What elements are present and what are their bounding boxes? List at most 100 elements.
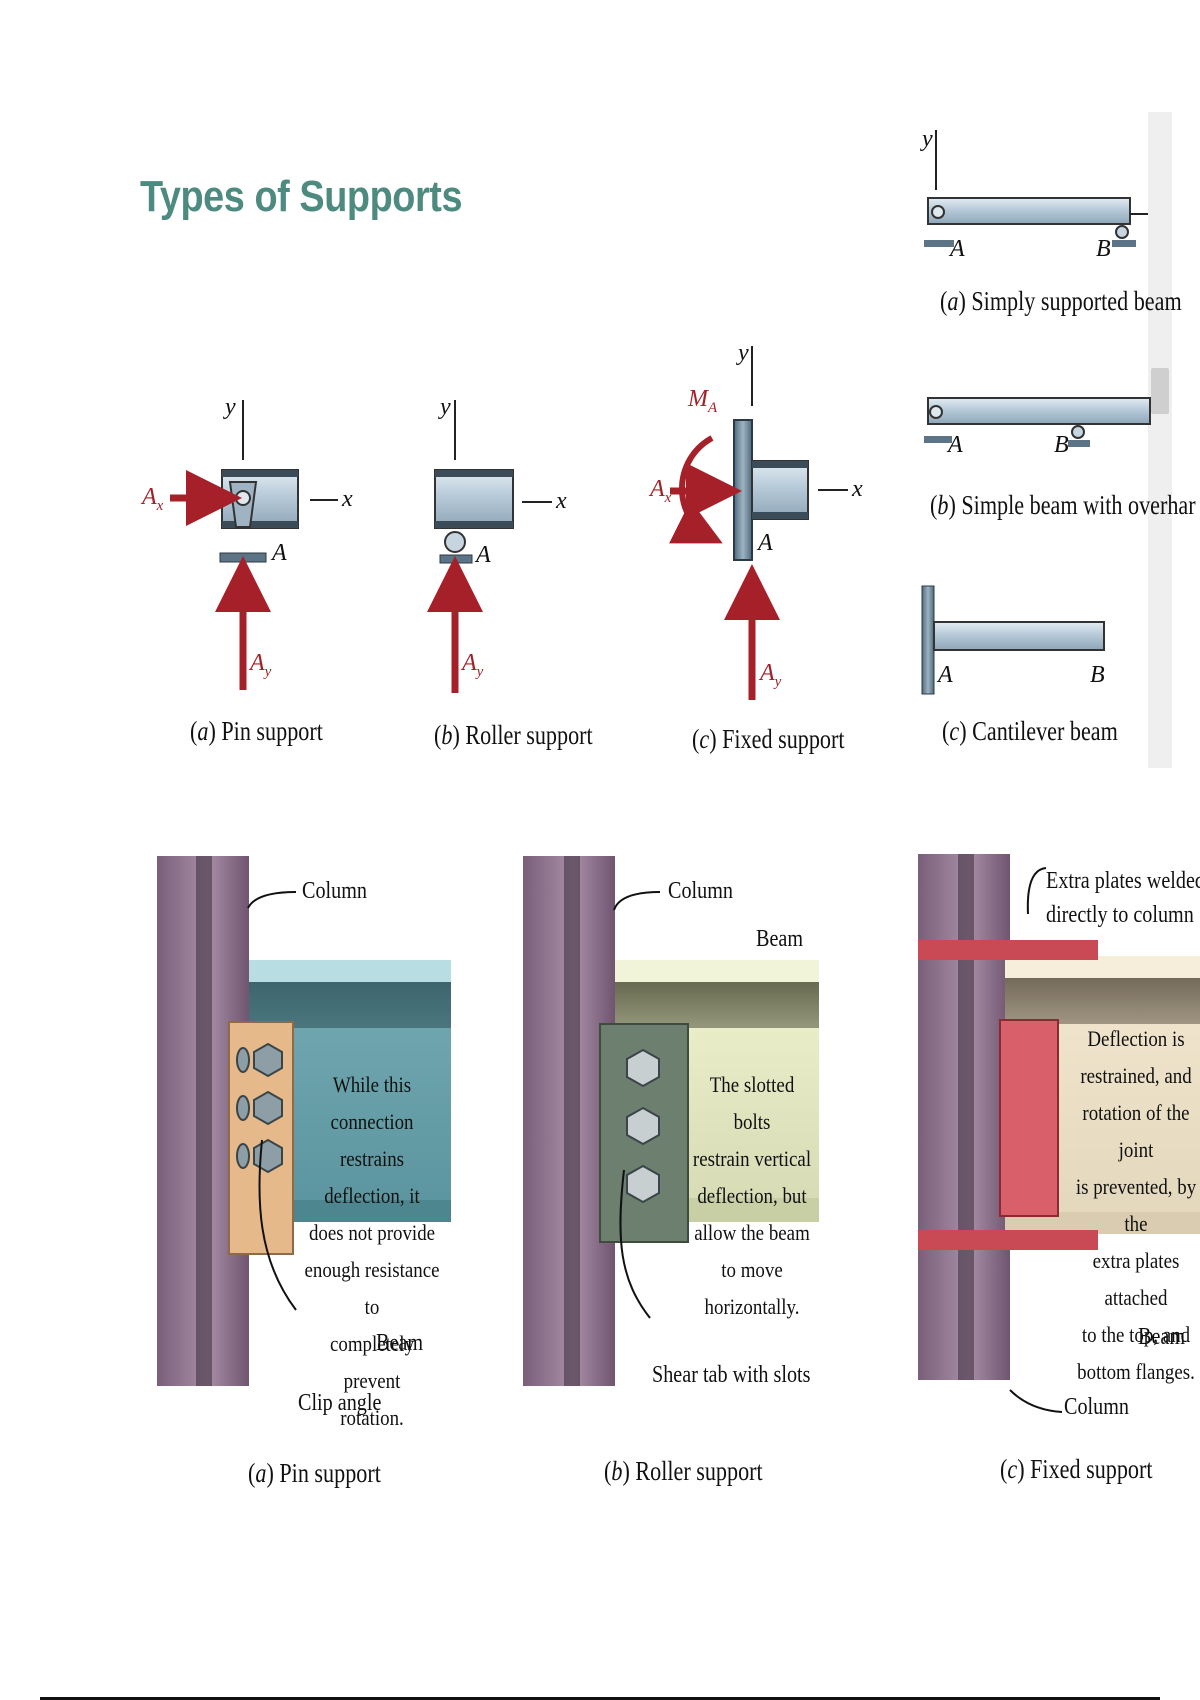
beam-c-B-label: B [1090,662,1105,688]
pin-base [924,436,952,443]
beam-shadow [249,982,451,1028]
panel-scrollbar-thumb[interactable] [1151,368,1169,414]
beam-c-caption: (c) Cantilever beam [942,716,1118,746]
column-web-shadow [958,854,974,1380]
fixed-connection-caption: (c) Fixed support [1000,1454,1153,1484]
beam-top-flange [1005,956,1200,978]
beam-b-caption: (b) Simple beam with overhar [930,490,1196,520]
beam [933,621,1105,651]
column-leader [613,891,661,911]
beam-a-caption: (a) Simply supported beam [940,286,1182,316]
support-diagrams-svg [170,130,1151,700]
column-web-shadow [196,856,212,1386]
beam-top-flange [615,960,819,982]
roller-circle [444,531,466,553]
beam-a-B-label: B [1096,236,1111,262]
bottom-flange-plate [918,1230,1098,1250]
roller-connection-caption: (b) Roller support [604,1456,763,1486]
beam-bottom-flange [249,1200,451,1222]
fixed-wall [733,419,753,561]
roller-beam-label: Beam [756,926,804,952]
beam-end [434,469,514,529]
beam-bottom-flange [435,521,513,528]
pin-circle [929,405,943,419]
pin-bolts [236,1042,283,1174]
fixed-beam-label: Beam [1138,1324,1186,1350]
simply-supported-beam-diagram [924,130,1148,247]
pin-base-plate [219,552,267,563]
shear-tab-leader [619,1169,651,1319]
beam-bottom-flange [752,512,808,519]
connection-illustrations-svg [157,854,1200,1413]
moment-arrow [669,435,723,544]
beam-bottom-flange [1005,1212,1200,1234]
beam [927,197,1131,225]
fixed-column-label: Column [1064,1394,1129,1420]
cantilever-beam-diagram [921,585,1105,695]
beam [927,397,1151,425]
pin-support-caption: (a) Pin support [190,716,323,746]
pin-support-diagram [170,400,338,690]
clip-angle-leader [258,1139,297,1311]
roller-support-caption: (b) Roller support [434,720,593,750]
slotted-bolts [626,1048,660,1204]
beam-top-flange [752,461,808,468]
beam-shadow [615,982,819,1028]
shear-tab-label: Shear tab with slots [652,1362,811,1388]
fixed-ma-label: MA [688,386,718,416]
pin-connection-illustration [157,856,451,1386]
pin-base [924,240,954,247]
pin-column-label: Column [302,878,367,904]
roller-base [1068,440,1090,447]
beam-bottom-flange [222,521,298,528]
column-leader [247,891,297,909]
beam-b-A-label: A [948,432,963,458]
web-plate [999,1019,1059,1217]
fixed-x-label: x [852,476,863,502]
beam-shadow [1005,978,1200,1024]
pin-y-label: y [225,394,236,420]
roller-base [1112,240,1136,247]
panel-scrollbar[interactable] [1148,112,1172,768]
beam-top-flange [249,960,451,982]
fixed-wall [921,585,935,695]
bottom-rule [40,1697,1160,1700]
roller-support-diagram [427,400,552,693]
fixed-point-label: A [758,530,773,556]
roller-circle [1115,225,1129,239]
fixed-connection-illustration [918,854,1200,1413]
beam-c-A-label: A [938,662,953,688]
fixed-ax-label: Ax [650,476,672,506]
fixed-support-diagram [669,346,848,700]
pin-point-label: A [272,540,287,566]
plates-leader [1026,867,1047,915]
fixed-y-label: y [738,340,749,366]
roller-point-label: A [476,542,491,568]
pin-ay-label: Ay [250,650,272,680]
pin-beam-label: Beam [376,1330,424,1356]
page-title: Types of Supports [140,172,463,221]
pin-connection-caption: (a) Pin support [248,1458,381,1488]
beam-top-flange [222,470,298,477]
roller-ay-label: Ay [462,650,484,680]
roller-x-label: x [556,488,567,514]
overhang-beam-diagram [924,397,1151,447]
pin-circle [235,490,251,506]
clip-angle-label: Clip angle [298,1390,382,1416]
beam-top-flange [435,470,513,477]
fixed-ay-label: Ay [760,660,782,690]
top-flange-plate [918,940,1098,960]
beam-b-B-label: B [1054,432,1069,458]
roller-column-label: Column [668,878,733,904]
column-web-shadow [564,856,580,1386]
beam-a-A-label: A [950,236,965,262]
beam-end [751,460,809,520]
roller-circle [1071,425,1085,439]
column-leader [1009,1389,1063,1413]
pin-x-label: x [342,486,353,512]
roller-y-label: y [440,394,451,420]
